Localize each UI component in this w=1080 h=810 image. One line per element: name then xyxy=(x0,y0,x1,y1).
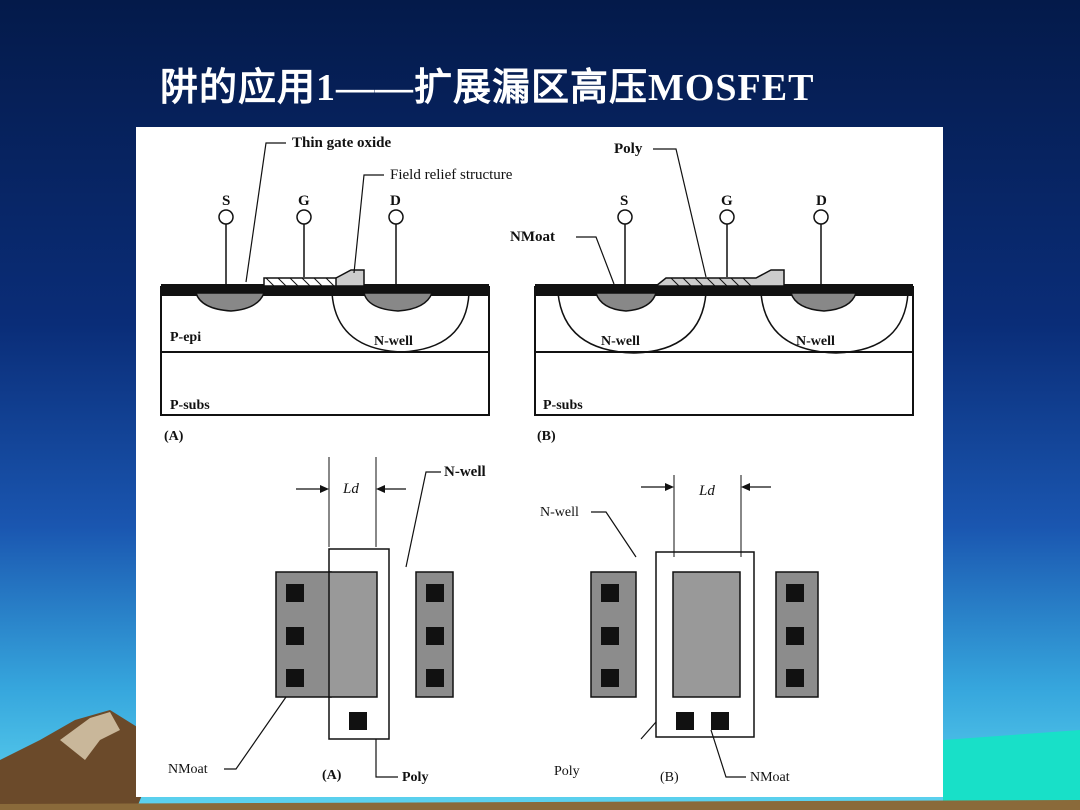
caption-a-top: (A) xyxy=(164,429,184,444)
callout-thin-gate-oxide: Thin gate oxide xyxy=(292,135,392,151)
label-n-well-layout-a: N-well xyxy=(444,464,486,480)
terminal-d-b: D xyxy=(816,193,827,209)
decorative-hills xyxy=(0,710,1080,810)
mosfet-figure: S G D Thin gate oxide Field relief struc… xyxy=(136,127,943,797)
region-p-epi: P-epi xyxy=(170,330,201,345)
callout-poly-b: Poly xyxy=(614,141,643,157)
region-n-well-b2: N-well xyxy=(796,334,835,349)
label-n-well-layout-b: N-well xyxy=(540,505,579,520)
label-nmoat-layout-a: NMoat xyxy=(168,762,208,777)
slide-title: 阱的应用1——扩展漏区高压MOSFET xyxy=(160,67,815,109)
region-p-subs-b: P-subs xyxy=(543,398,583,413)
terminal-d-a: D xyxy=(390,193,401,209)
layout-a: Ld N-well NMoat Poly (A) xyxy=(168,457,486,785)
label-poly-layout-a: Poly xyxy=(402,770,428,785)
caption-a-bottom: (A) xyxy=(322,768,342,783)
caption-b-bottom: (B) xyxy=(660,770,679,785)
label-poly-layout-b: Poly xyxy=(554,764,580,779)
layout-b: Ld N-well Poly NMoat (B) xyxy=(540,475,819,785)
region-p-subs-a: P-subs xyxy=(170,398,210,413)
dimension-ld-b: Ld xyxy=(698,483,715,499)
dimension-ld-a: Ld xyxy=(342,481,359,497)
terminal-g-b: G xyxy=(721,193,733,209)
terminal-g-a: G xyxy=(298,193,310,209)
cross-section-b: S G D Poly NMoat N-well N-well P-subs (B… xyxy=(510,141,914,444)
caption-b-top: (B) xyxy=(537,429,556,444)
region-n-well-a: N-well xyxy=(374,334,413,349)
callout-nmoat-b: NMoat xyxy=(510,229,555,245)
callout-field-relief: Field relief structure xyxy=(390,167,513,183)
cross-section-a: S G D Thin gate oxide Field relief struc… xyxy=(160,135,513,444)
figure-svg: S G D Thin gate oxide Field relief struc… xyxy=(160,135,914,785)
label-nmoat-layout-b: NMoat xyxy=(750,770,790,785)
region-n-well-b1: N-well xyxy=(601,334,640,349)
terminal-s-a: S xyxy=(222,193,230,209)
terminal-s-b: S xyxy=(620,193,628,209)
